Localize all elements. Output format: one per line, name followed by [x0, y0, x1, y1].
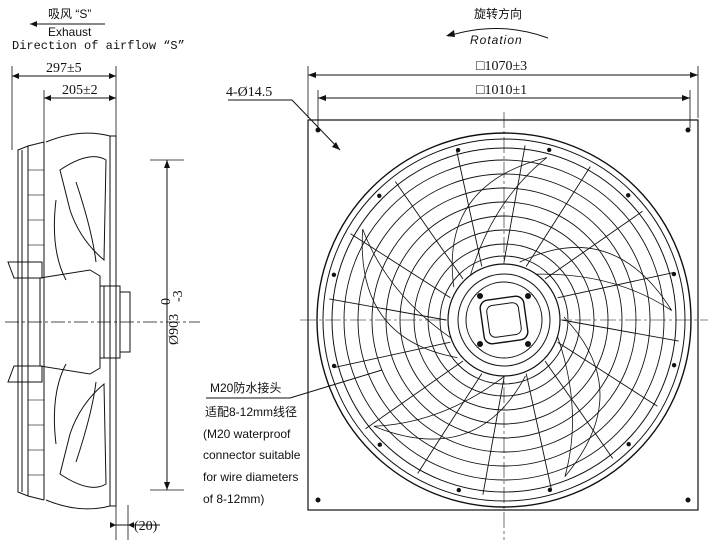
- guard-clip-icon: [626, 442, 631, 447]
- connector-note-line1: M20防水接头: [210, 380, 281, 395]
- dim-depth-body: 205±2: [62, 83, 98, 98]
- connector-note-line6: of 8-12mm): [203, 492, 264, 506]
- rotation-label: 旋转方向 Rotation: [446, 6, 549, 47]
- fan-blades: [361, 157, 673, 477]
- connector-note-line2: 适配8-12mm线径: [205, 405, 297, 419]
- dim-depth-total: 297±5: [46, 61, 82, 76]
- guard-spoke: [525, 373, 552, 490]
- fan-side-view: [5, 132, 200, 510]
- guard-spoke: [525, 166, 591, 267]
- guard-clip-icon: [547, 487, 553, 493]
- rotation-label-cn: 旋转方向: [474, 6, 522, 21]
- guard-spoke: [350, 233, 451, 299]
- guard-spoke: [557, 341, 658, 407]
- airflow-label-direction: Direction of airflow “S”: [12, 39, 185, 53]
- rotation-label-en: Rotation: [470, 33, 523, 47]
- dim-diameter-tol-lower: -3: [171, 290, 186, 302]
- guard-clip-icon: [377, 442, 382, 447]
- guard-clip-icon: [626, 193, 631, 198]
- fan-blade: [557, 316, 601, 477]
- hub-bolt-icon: [477, 293, 531, 347]
- airflow-label-exhaust: Exhaust: [48, 25, 92, 39]
- fan-blade: [361, 228, 458, 358]
- guard-spoke: [329, 298, 447, 321]
- dim-panel-outer: □1070±3: [476, 59, 527, 74]
- dim-diameter-tol-upper: 0: [159, 298, 174, 305]
- fan-blade: [373, 375, 526, 440]
- guard-ring: [439, 255, 569, 385]
- guard-spoke: [334, 341, 451, 368]
- guard-clip-icon: [456, 487, 461, 493]
- guard-clip-icon: [455, 147, 461, 153]
- fan-front-view: [300, 112, 708, 540]
- fan-guard-spokes: [329, 145, 679, 495]
- guard-clip-icon: [671, 363, 677, 368]
- airflow-label-cn: 吸风 “S”: [48, 7, 91, 21]
- guard-spoke: [557, 272, 674, 299]
- front-view-dimensions: □1070±3 □1010±1 4-Ø14.5: [226, 59, 699, 151]
- mounting-hole-icon: [315, 127, 691, 503]
- guard-ring: [371, 187, 637, 453]
- guard-clip-icon: [331, 272, 337, 277]
- guard-clip-icon: [671, 271, 677, 277]
- connector-note-line4: connector suitable: [203, 448, 301, 462]
- guard-clip-icon: [547, 147, 552, 153]
- guard-spoke: [394, 181, 464, 280]
- fan-blade: [451, 157, 548, 288]
- guard-spoke: [417, 373, 483, 474]
- guard-spoke: [365, 360, 464, 430]
- airflow-label: 吸风 “S” Exhaust Direction of airflow “S”: [12, 7, 185, 53]
- guard-spoke: [482, 377, 505, 495]
- connector-note: M20防水接头 适配8-12mm线径 (M20 waterproof conne…: [203, 369, 383, 506]
- guard-spoke: [456, 150, 483, 267]
- guard-ring: [399, 215, 609, 425]
- dim-diameter: Ø903: [167, 314, 182, 345]
- airflow-arrow-icon: [30, 21, 37, 27]
- connector-note-line3: (M20 waterproof: [203, 427, 291, 441]
- guard-clip-icon: [377, 193, 382, 198]
- side-view-dimensions: 297±5 205±2 Ø903 0 -3 (20): [11, 61, 186, 540]
- dim-offset: (20): [134, 519, 158, 534]
- guard-ring: [413, 229, 595, 411]
- guard-ring: [343, 159, 665, 481]
- fan-blade: [519, 247, 673, 311]
- guard-spoke: [503, 145, 526, 263]
- guard-spoke: [561, 319, 679, 342]
- guard-clip-icons: [331, 147, 677, 493]
- rotation-arrow-icon: [446, 30, 455, 37]
- guard-clip-icon: [331, 363, 337, 369]
- guard-spoke: [544, 210, 643, 280]
- guard-spoke: [544, 360, 614, 459]
- dim-holes: 4-Ø14.5: [226, 85, 272, 100]
- dim-panel-inner: □1010±1: [476, 83, 527, 98]
- fan-guard-rings: [343, 159, 665, 481]
- connector-note-line5: for wire diameters: [203, 470, 298, 484]
